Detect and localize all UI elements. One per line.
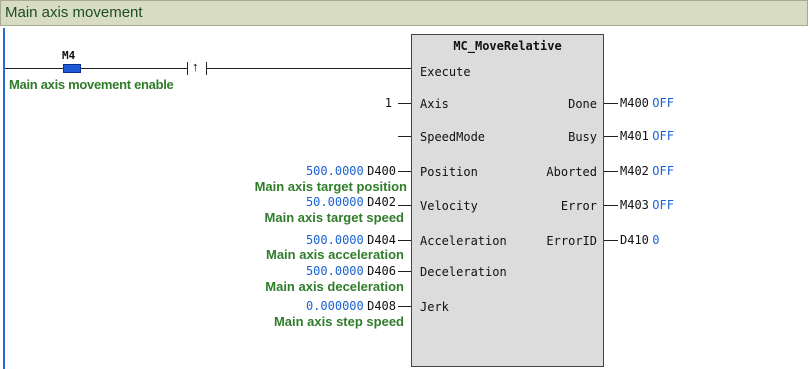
input-stub-position <box>398 171 411 172</box>
pin-acceleration: Acceleration <box>420 234 507 248</box>
errorid-address: D410 <box>620 233 649 247</box>
aborted-operand[interactable]: M402 OFF <box>620 164 674 178</box>
input-stub-velocity <box>398 205 411 206</box>
deceleration-value: 500.0000 <box>305 264 364 278</box>
busy-operand[interactable]: M401 OFF <box>620 129 674 143</box>
position-address: D400 <box>367 164 396 178</box>
error-operand[interactable]: M403 OFF <box>620 198 674 212</box>
acceleration-address: D404 <box>367 233 396 247</box>
velocity-comment: Main axis target speed <box>264 210 404 225</box>
network-title: Main axis movement <box>5 4 143 21</box>
function-block[interactable]: MC_MoveRelative Execute Axis SpeedMode P… <box>411 34 604 367</box>
errorid-value: 0 <box>652 233 660 247</box>
pin-velocity: Velocity <box>420 199 478 213</box>
done-operand[interactable]: M400 OFF <box>620 96 674 110</box>
input-stub-jerk <box>398 306 411 307</box>
jerk-value: 0.000000 <box>305 299 364 313</box>
rung-wire-mid <box>81 68 187 69</box>
busy-address: M401 <box>620 129 649 143</box>
done-address: M400 <box>620 96 649 110</box>
axis-value[interactable]: 1 <box>384 96 392 110</box>
aborted-address: M402 <box>620 164 649 178</box>
velocity-value: 50.00000 <box>305 195 364 209</box>
contact-label: M4 <box>62 49 76 62</box>
edge-contact-left-bar <box>187 62 188 75</box>
power-rail <box>3 28 5 369</box>
input-stub-axis <box>398 103 411 104</box>
output-stub-busy <box>604 136 618 137</box>
deceleration-address: D406 <box>367 264 396 278</box>
rung-wire-left <box>5 68 63 69</box>
output-stub-error <box>604 205 618 206</box>
pin-execute: Execute <box>420 65 471 79</box>
errorid-operand[interactable]: D410 0 <box>620 233 659 247</box>
acceleration-comment: Main axis acceleration <box>265 247 404 262</box>
pin-error: Error <box>560 199 597 213</box>
aborted-state: OFF <box>652 164 674 178</box>
done-state: OFF <box>652 96 674 110</box>
pin-axis: Axis <box>420 97 449 111</box>
pin-speedmode: SpeedMode <box>420 130 486 144</box>
deceleration-comment: Main axis deceleration <box>265 279 404 294</box>
position-operand[interactable]: 500.0000 D400 <box>306 164 396 178</box>
contact-m4[interactable] <box>63 64 81 73</box>
output-stub-done <box>604 103 618 104</box>
deceleration-operand[interactable]: 500.0000 D406 <box>306 264 396 278</box>
jerk-operand[interactable]: 0.000000 D408 <box>306 299 396 313</box>
pin-aborted: Aborted <box>546 165 597 179</box>
pin-errorid: ErrorID <box>546 234 597 248</box>
contact-comment: Main axis movement enable <box>9 77 174 92</box>
rung-wire-right <box>206 68 411 69</box>
output-stub-aborted <box>604 171 618 172</box>
velocity-address: D402 <box>367 195 396 209</box>
jerk-address: D408 <box>367 299 396 313</box>
block-name: MC_MoveRelative <box>453 39 562 53</box>
output-stub-errorid <box>604 240 618 241</box>
acceleration-value: 500.0000 <box>305 233 364 247</box>
input-stub-speedmode <box>398 136 411 137</box>
rising-edge-icon[interactable]: ↑ <box>192 59 199 74</box>
pin-deceleration: Deceleration <box>420 265 507 279</box>
network-title-bar[interactable]: Main axis movement <box>0 0 808 26</box>
position-value: 500.0000 <box>305 164 364 178</box>
pin-busy: Busy <box>568 130 597 144</box>
pin-jerk: Jerk <box>420 300 449 314</box>
jerk-comment: Main axis step speed <box>273 314 404 329</box>
input-stub-acceleration <box>398 240 411 241</box>
position-comment: Main axis target position <box>254 179 407 194</box>
pin-position: Position <box>420 165 478 179</box>
error-address: M403 <box>620 198 649 212</box>
acceleration-operand[interactable]: 500.0000 D404 <box>306 233 396 247</box>
velocity-operand[interactable]: 50.00000 D402 <box>306 195 396 209</box>
busy-state: OFF <box>652 129 674 143</box>
input-stub-deceleration <box>398 271 411 272</box>
pin-done: Done <box>568 97 597 111</box>
error-state: OFF <box>652 198 674 212</box>
